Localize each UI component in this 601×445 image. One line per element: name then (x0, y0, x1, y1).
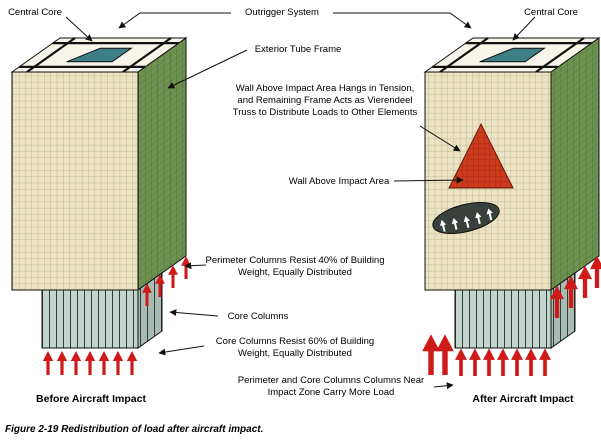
right-outrigger-system (432, 37, 592, 73)
impact-zone-ellipse (432, 202, 500, 234)
label-wall-tension: Wall Above Impact Area Hangs in Tension,… (232, 83, 418, 118)
leader-lines (65, 12, 536, 390)
right-side-tube-frame (550, 37, 600, 291)
label-impact-zone: Perimeter and Core Columns Columns Near … (237, 375, 425, 398)
label-exterior-tube-frame: Exterior Tube Frame (254, 44, 342, 55)
label-outrigger-system: Outrigger System (245, 7, 319, 18)
load-arrows-right-impact-side (422, 334, 454, 375)
left-core-columns (41, 289, 139, 349)
left-building (10, 37, 188, 349)
leader-core-columns-resist (158, 345, 205, 356)
leader-central-core-right (512, 16, 536, 41)
left-outrigger-system (19, 37, 179, 73)
impact-wall-triangle (448, 122, 514, 189)
right-central-core (479, 47, 546, 63)
load-arrows-left-core (42, 351, 138, 375)
leader-wall-above-impact (393, 176, 464, 184)
label-core-columns: Core Columns (227, 311, 289, 322)
leader-perimeter-columns (184, 262, 207, 270)
left-side-tube-frame (137, 37, 187, 291)
figure-caption: Figure 2-19 Redistribution of load after… (5, 424, 264, 435)
label-central-core-left: Central Core (8, 7, 62, 18)
leader-exterior-tube (167, 49, 248, 89)
leader-core-columns (169, 309, 219, 317)
label-after-aircraft-impact: After Aircraft Impact (472, 393, 574, 405)
left-front-tube-frame (11, 71, 139, 291)
leader-wall-tension (419, 125, 461, 152)
leader-outrigger-right (333, 12, 472, 29)
label-central-core-right: Central Core (524, 7, 578, 18)
label-core-columns-resist: Core Columns Resist 60% of Building Weig… (215, 336, 375, 359)
leader-central-core-left (65, 16, 93, 42)
left-central-core (66, 47, 133, 63)
leader-impact-zone (433, 382, 454, 390)
leader-outrigger-left (118, 12, 231, 29)
label-before-aircraft-impact: Before Aircraft Impact (36, 393, 146, 405)
label-wall-above-impact: Wall Above Impact Area (288, 176, 390, 187)
label-perimeter-columns: Perimeter Columns Resist 40% of Building… (205, 255, 385, 278)
right-core-columns (454, 289, 552, 349)
load-arrows-right-core (455, 348, 551, 376)
